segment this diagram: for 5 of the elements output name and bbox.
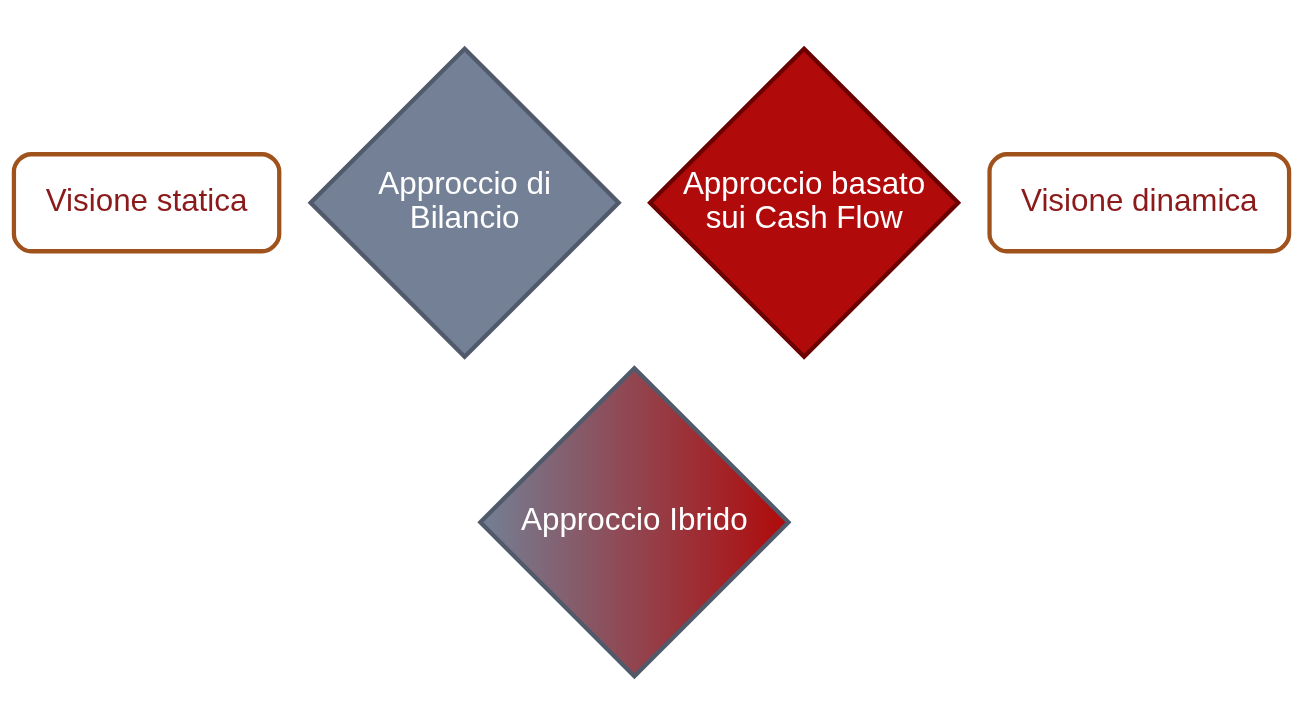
node-diamond: Approccio basato sui Cash Flow (647, 45, 962, 360)
node-box: Visione statica (11, 151, 282, 253)
node-diamond: Approccio Ibrido (477, 364, 792, 679)
node-box: Visione dinamica (987, 151, 1292, 253)
node-diamond: Approccio di Bilancio (307, 45, 622, 360)
